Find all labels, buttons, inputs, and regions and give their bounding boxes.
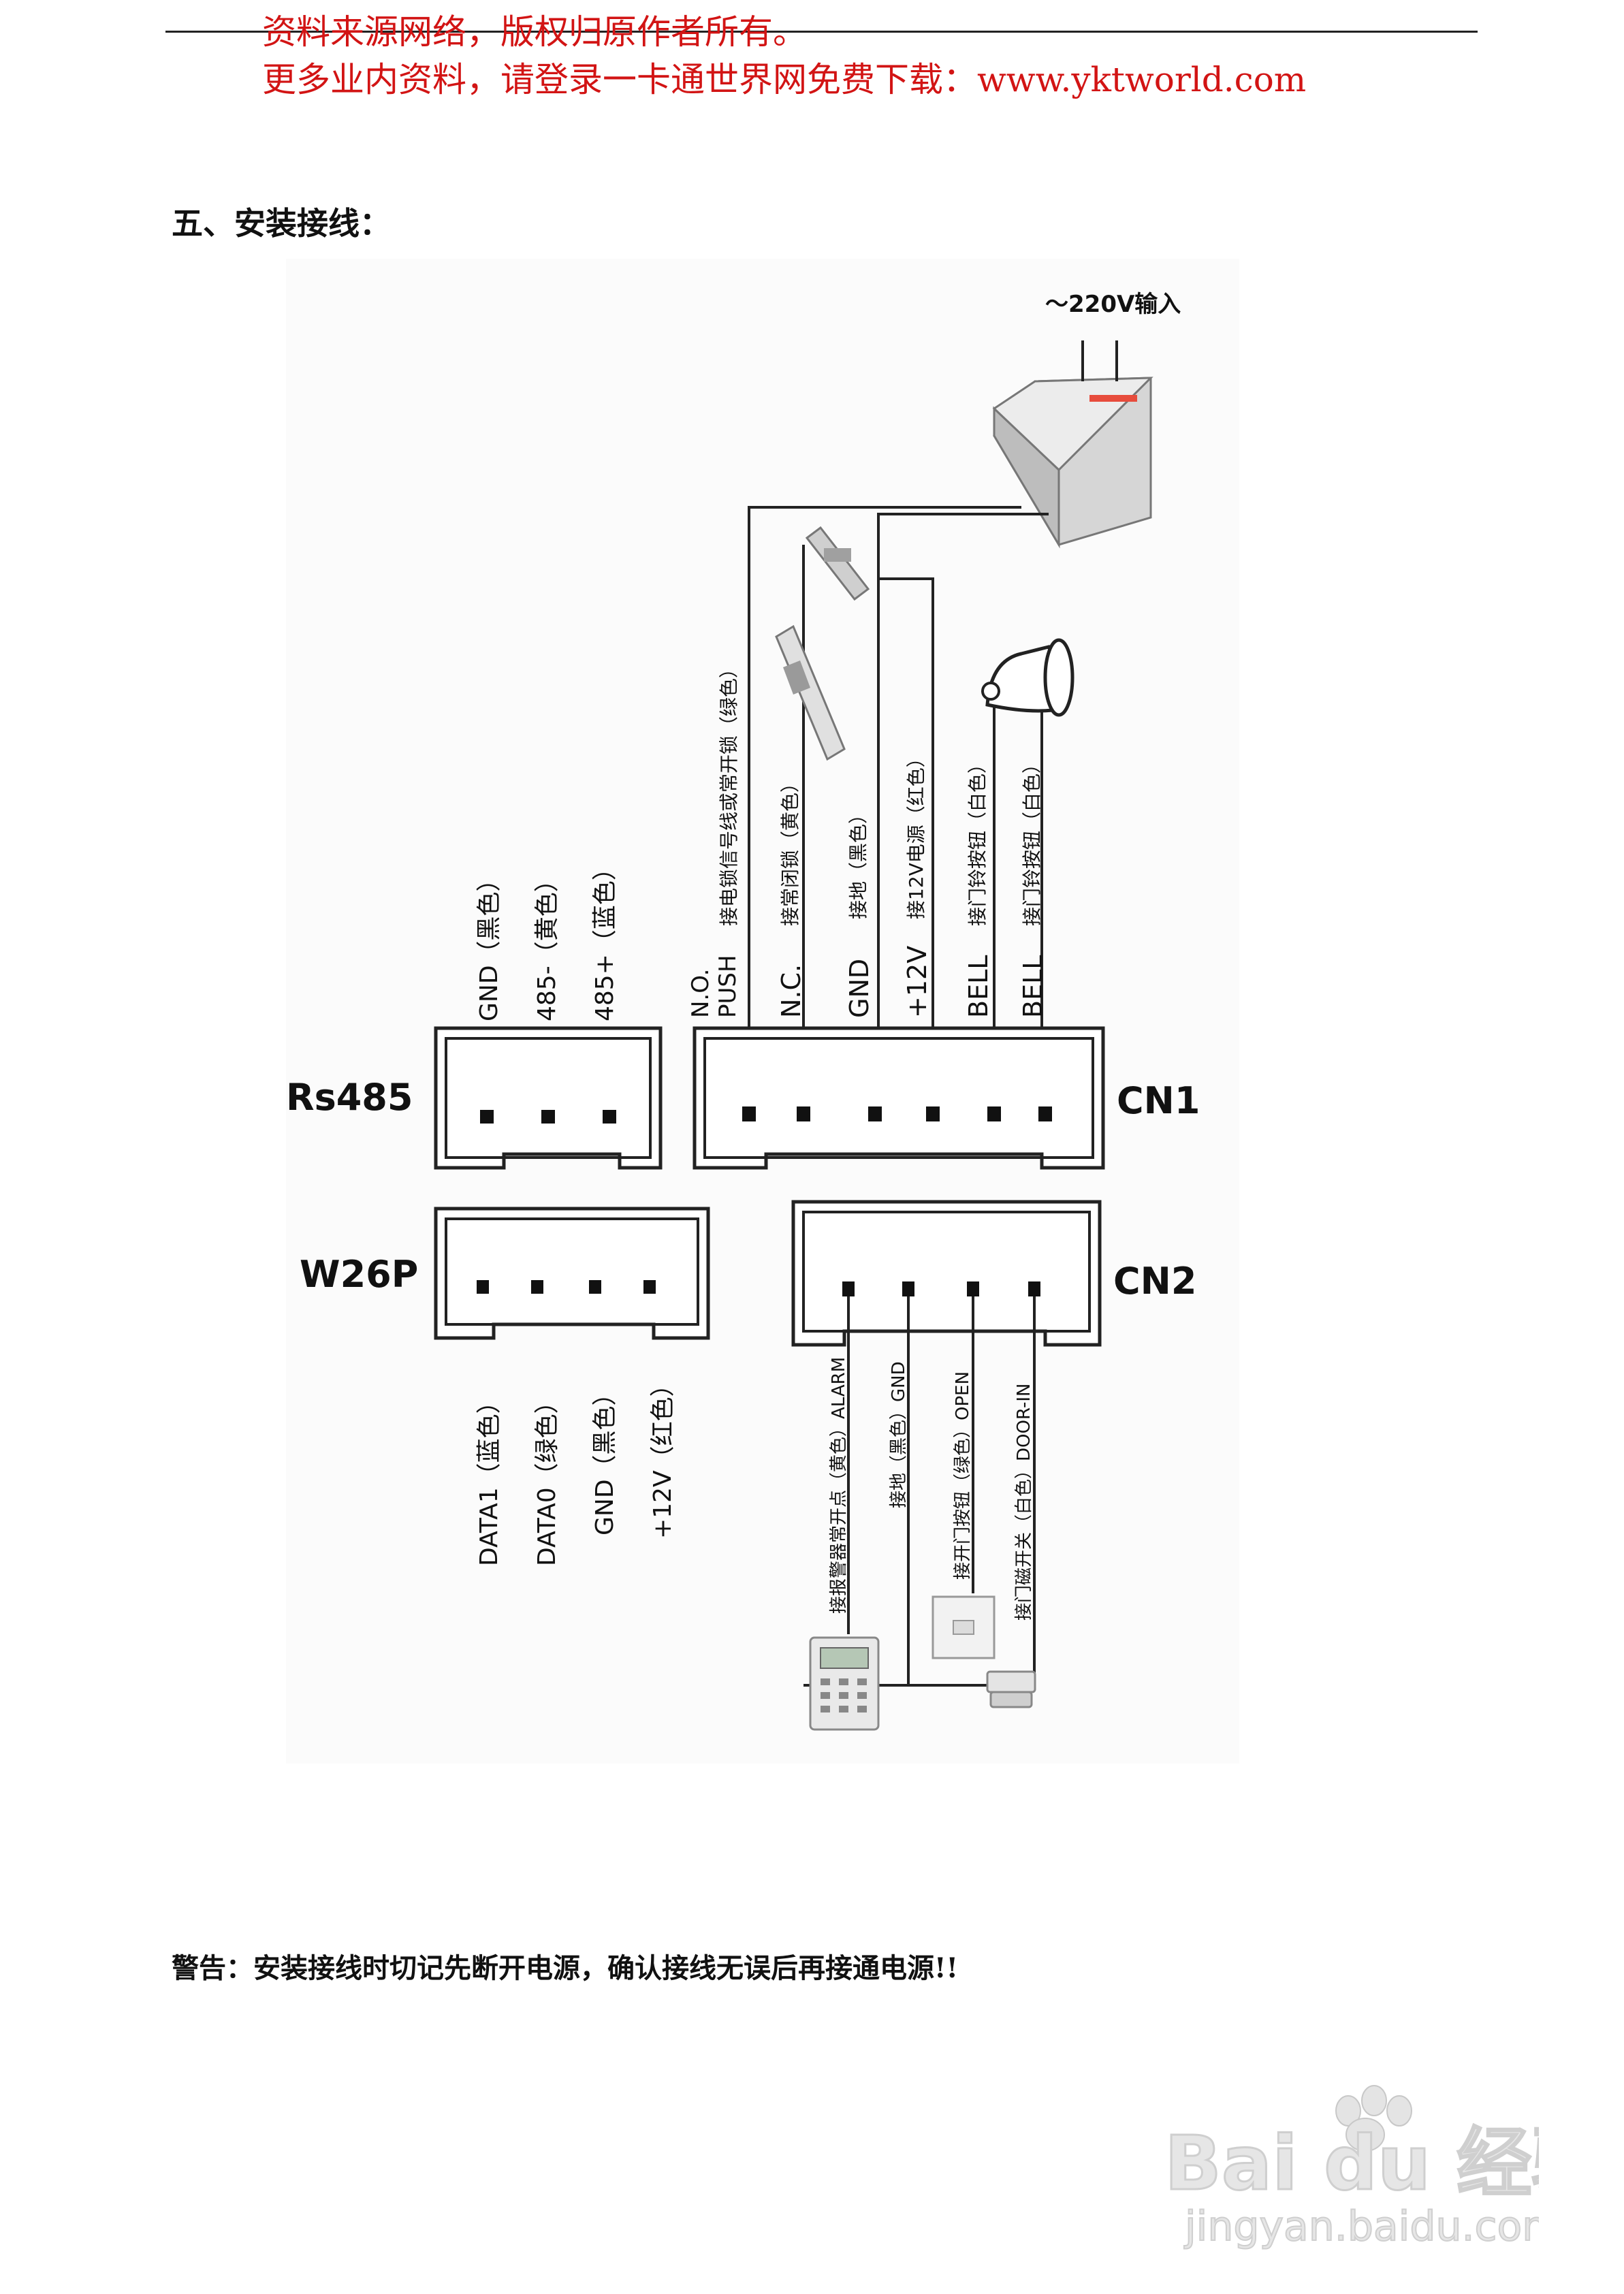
door-magnet-sensor-icon [986, 1670, 1036, 1708]
w26p-pin2-label: DATA0（绿色） [533, 1389, 561, 1566]
section-title: 五、安装接线： [172, 205, 391, 242]
header-download-line: 更多业内资料，请登录一卡通世界网免费下载：www.yktworld.com [262, 60, 1307, 99]
cn2-pin2-label: 接地（黑色）GND [889, 1361, 909, 1508]
cn1-pin3-code: GND [844, 959, 874, 1018]
w26p-pin1-label: DATA1（蓝色） [475, 1389, 503, 1566]
cn1-pin5-code: BELL [964, 955, 993, 1018]
w26p-pin3-label: GND（黑色） [591, 1381, 619, 1535]
rs485-pin2-label: 485-（黄色） [533, 867, 561, 1021]
cn1-pin6-code: BELL [1018, 955, 1048, 1018]
cn1-pin1-code2: PUSH [714, 955, 742, 1018]
baidu-paw-logo: Bai du 经验 jingyan.baidu.com [1164, 2085, 1608, 2251]
cn2-title: CN2 [1113, 1260, 1196, 1303]
door-bell-icon [981, 638, 1074, 717]
rs485-pin1-label: GND（黑色） [475, 867, 503, 1021]
electric-strike-lock-icon [805, 526, 870, 601]
w26p-connector [434, 1207, 710, 1340]
rs485-connector [434, 1026, 663, 1170]
cn1-pin3-desc: 接地（黑色） [847, 805, 870, 919]
cn1-pin1-desc: 接电锁信号线或常开锁（绿色） [718, 659, 740, 926]
cn1-pin1-code: N.O. [687, 969, 714, 1018]
power-input-label: ～220V输入 [1045, 291, 1181, 318]
cn2-pin4-label: 接门磁开关（白色）DOOR-IN [1014, 1384, 1034, 1621]
header-copyright-line: 资料来源网络，版权归原作者所有。 [262, 12, 807, 52]
alarm-keypad-icon [809, 1636, 880, 1731]
rs485-pin3-label: 485+（蓝色） [591, 856, 619, 1021]
cn2-pin3-label: 接开门按钮（绿色）OPEN [953, 1371, 973, 1580]
w26p-title: W26P [300, 1253, 418, 1296]
cn2-pin1-label: 接报警器常开点（黄色）ALARM [829, 1357, 849, 1614]
baidu-watermark: Bai du 经验 jingyan.baidu.com [1158, 2070, 1608, 2261]
cn1-pin4-code: +12V [902, 946, 932, 1018]
cn1-pin2-code: N.C. [776, 964, 806, 1018]
warning-text: 警告：安装接线时切记先断开电源，确认接线无误后再接通电源!! [172, 1952, 959, 1984]
cn1-pin6-desc: 接门铃按钮（白色） [1021, 754, 1043, 926]
watermark-url: jingyan.baidu.com [1183, 2203, 1539, 2250]
cn1-pin5-desc: 接门铃按钮（白色） [966, 754, 989, 926]
cn1-title: CN1 [1117, 1079, 1200, 1122]
header-rule [165, 31, 1478, 33]
bolt-lock-icon [775, 624, 846, 761]
exit-button-icon [932, 1595, 996, 1659]
cn1-connector [692, 1026, 1105, 1170]
cn1-pin4-desc: 接12V电源（红色） [905, 748, 927, 919]
watermark-brand: Bai du 经验 [1164, 2120, 1539, 2207]
cn2-connector [791, 1200, 1102, 1347]
power-supply-icon [992, 340, 1153, 549]
w26p-pin4-label: +12V（红色） [649, 1372, 677, 1539]
rs485-title: Rs485 [286, 1076, 413, 1119]
cn1-pin2-desc: 接常闭锁（黄色） [779, 774, 801, 926]
